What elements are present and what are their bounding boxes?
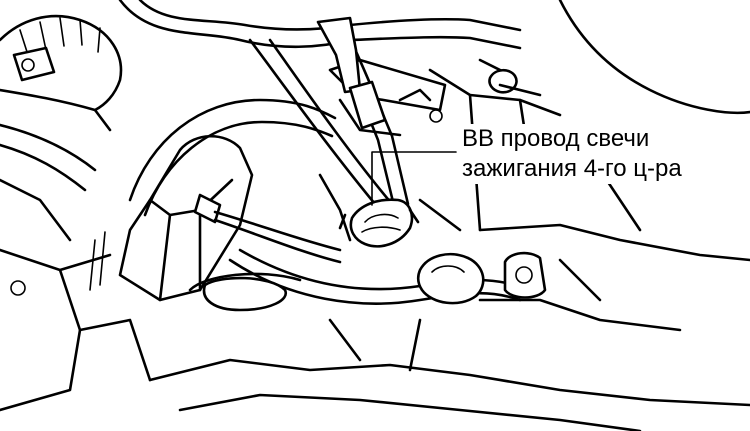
spark-plug-wires (248, 16, 410, 212)
bolt-terminal (478, 251, 682, 332)
engine-block-left (0, 178, 152, 412)
callout-line-1: ВВ провод свечи (462, 125, 650, 152)
callout-leader-line (371, 151, 457, 206)
round-fitting (416, 253, 485, 305)
plug-boot (338, 198, 420, 248)
air-cleaner (0, 14, 123, 132)
callout-line-2: зажигания 4-го ц-ра (462, 155, 682, 182)
bottom-manifold (148, 272, 750, 431)
callout-label: ВВ провод свечи зажигания 4-го ц-ра (458, 124, 750, 184)
ignition-coil (118, 135, 342, 302)
